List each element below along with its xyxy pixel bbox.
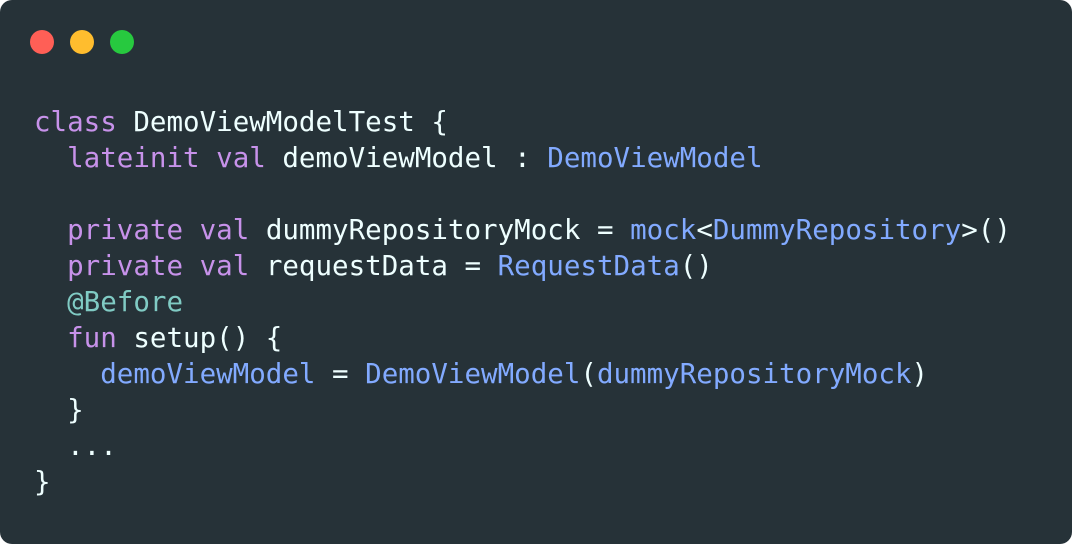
code-line: demoViewModel = DemoViewModel(dummyRepos… [34, 356, 1011, 392]
code-line: fun setup() { [34, 320, 1011, 356]
code-line: class DemoViewModelTest { [34, 104, 1011, 140]
code-token-plain: requestData = [249, 250, 498, 282]
code-token-keyword: private [67, 214, 184, 246]
code-token-plain: ... [34, 430, 117, 462]
code-token-plain: ( [580, 358, 597, 390]
code-token-plain: ) [911, 358, 929, 390]
code-token-type: DummyRepository [712, 214, 962, 246]
code-token-keyword: lateinit [67, 142, 200, 174]
code-token-plain [183, 250, 200, 282]
maximize-icon[interactable] [110, 30, 134, 54]
code-token-keyword: private [67, 250, 184, 282]
code-token-type: DemoViewModel [365, 358, 581, 390]
code-line [34, 176, 1011, 212]
code-token-plain [34, 358, 100, 390]
code-token-plain: DemoViewModelTest { [116, 106, 448, 138]
code-token-plain: dummyRepositoryMock = [249, 214, 631, 246]
code-token-plain: () [679, 250, 713, 282]
code-token-plain [34, 214, 67, 246]
code-block: class DemoViewModelTest { lateinit val d… [34, 104, 1011, 500]
code-token-plain [34, 286, 67, 318]
code-token-plain [200, 142, 217, 174]
code-token-type: mock [630, 214, 697, 246]
code-line: ... [34, 428, 1011, 464]
code-line: private val requestData = RequestData() [34, 248, 1011, 284]
minimize-icon[interactable] [70, 30, 94, 54]
code-token-plain [34, 250, 67, 282]
code-token-plain: = [315, 358, 366, 390]
code-line: private val dummyRepositoryMock = mock<D… [34, 212, 1011, 248]
code-line: } [34, 392, 1011, 428]
code-token-type: RequestData [497, 250, 680, 282]
code-token-keyword: fun [67, 322, 117, 354]
code-token-plain [34, 322, 67, 354]
code-token-type: DemoViewModel [547, 142, 763, 174]
code-token-plain [183, 214, 200, 246]
code-token-plain: } [34, 394, 84, 426]
close-icon[interactable] [30, 30, 54, 54]
code-token-keyword: class [34, 106, 117, 138]
code-token-plain: < [696, 214, 713, 246]
code-token-plain: setup() { [116, 322, 283, 354]
code-token-type: demoViewModel [100, 358, 316, 390]
code-token-annotation: @Before [67, 286, 184, 318]
code-token-plain [34, 142, 67, 174]
code-token-keyword: val [199, 214, 250, 246]
code-token-keyword: val [199, 250, 250, 282]
code-line: } [34, 464, 1011, 500]
code-line: lateinit val demoViewModel : DemoViewMod… [34, 140, 1011, 176]
code-token-plain: >() [961, 214, 1011, 246]
code-line: @Before [34, 284, 1011, 320]
window-controls [30, 30, 134, 54]
code-token-type: dummyRepositoryMock [596, 358, 912, 390]
code-token-keyword: val [216, 142, 266, 174]
code-token-plain: demoViewModel : [265, 142, 548, 174]
code-token-plain: } [34, 466, 51, 498]
